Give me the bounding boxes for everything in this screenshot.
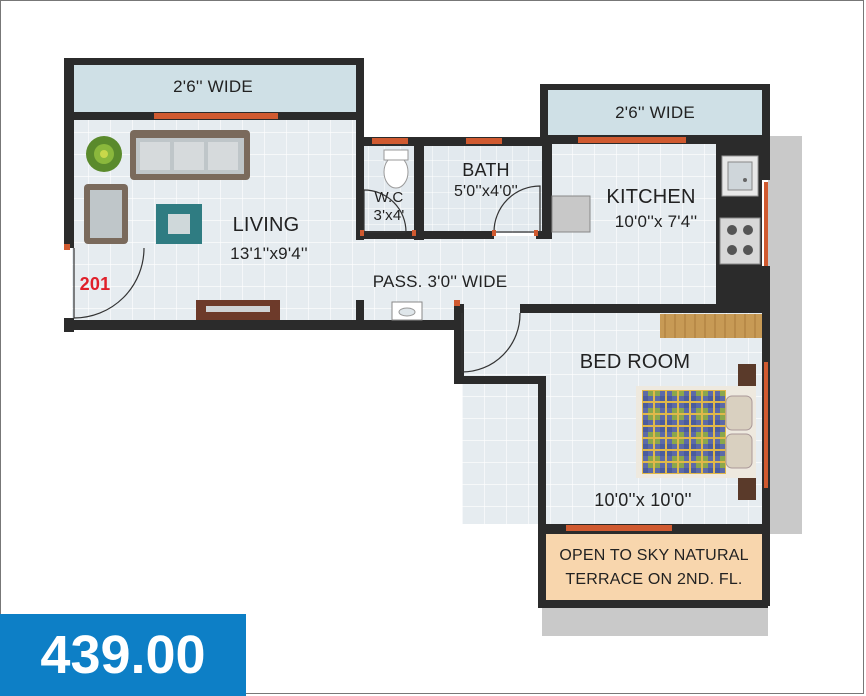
area-value: 439.00 [40,625,206,685]
sofa-main [130,130,250,180]
kitchen-size: 10'0''x 7'4'' [614,212,698,231]
bedroom-name: BED ROOM [579,351,691,373]
plant [86,136,122,172]
balcony-kitchen [548,90,762,135]
wc-name: W.C [374,189,404,206]
toilet [383,155,409,189]
kitchen-hob [719,217,761,265]
kitchen-fridge [551,195,591,233]
passage-label: PASS. 3'0'' WIDE [372,272,508,291]
living-name: LIVING [232,214,300,236]
kitchen-name: KITCHEN [606,186,696,208]
shadow-right [768,136,802,534]
windows [154,113,768,531]
terrace-floor [546,534,762,600]
coffee-table [156,204,202,244]
terrace-line2: TERRACE ON 2ND. FL. [565,571,743,588]
tv-unit [196,300,280,320]
bath-size: 5'0''x4'0'' [453,183,519,200]
wardrobe [660,314,762,338]
unit-number: 201 [79,274,111,294]
living-size: 13'1''x9'4'' [230,244,308,263]
balcony-living [74,64,358,112]
shadow-bottom [542,604,768,636]
balcony-kitchen-label: 2'6'' WIDE [615,103,695,122]
sofa-side [84,184,128,244]
terrace-line1: OPEN TO SKY NATURAL [559,547,749,564]
bedroom-size: 10'0''x 10'0'' [594,490,692,510]
bath-name: BATH [462,160,510,180]
bed [636,364,756,500]
area-badge: 439.00 [0,614,246,696]
wc-size: 3'x4' [373,207,405,224]
balcony-living-label: 2'6'' WIDE [173,77,253,96]
